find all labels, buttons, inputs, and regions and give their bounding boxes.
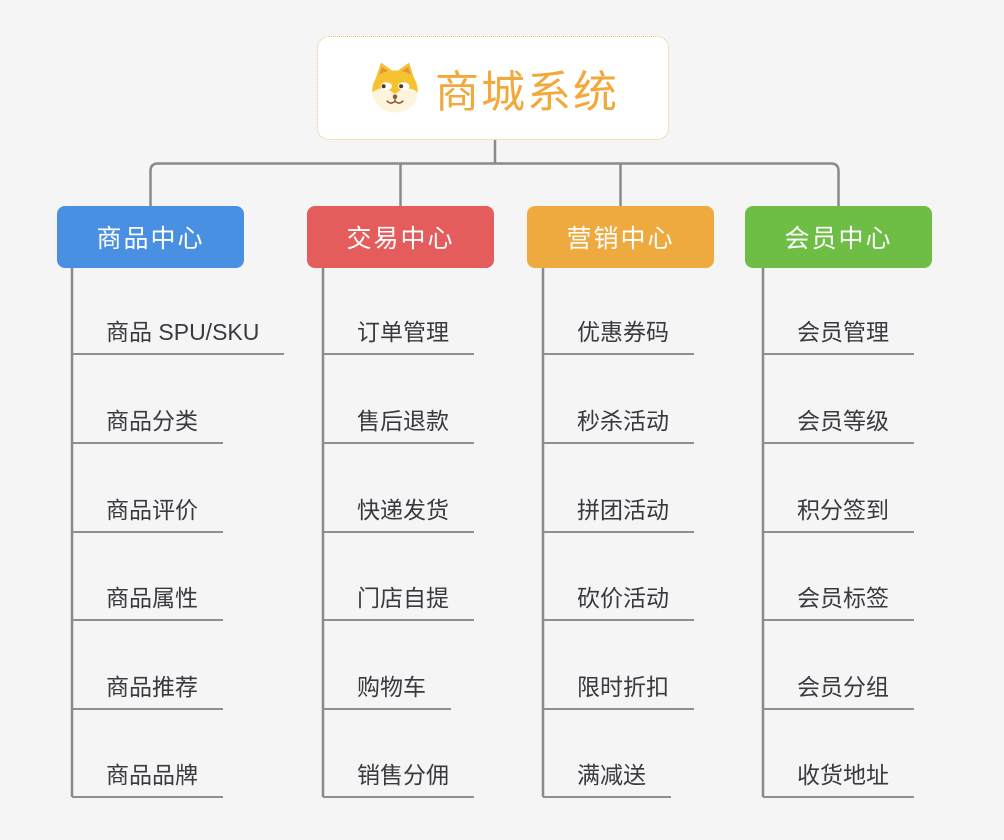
dog-face-icon (372, 62, 418, 113)
leaf-node[interactable]: 收货地址 (763, 762, 914, 798)
branch-label: 营销中心 (566, 225, 675, 253)
leaf-node[interactable]: 会员等级 (763, 408, 914, 444)
root-node[interactable]: 商城系统 (317, 36, 669, 140)
root-title: 商城系统 (435, 68, 619, 117)
branch-node-product[interactable]: 商品中心 (57, 206, 244, 268)
leaf-node[interactable]: 销售分佣 (323, 762, 474, 798)
branch-node-trade[interactable]: 交易中心 (307, 206, 494, 268)
leaf-node[interactable]: 商品推荐 (72, 674, 223, 710)
leaf-node[interactable]: 商品评价 (72, 497, 223, 533)
leaf-node[interactable]: 商品分类 (72, 408, 223, 444)
leaf-node[interactable]: 商品品牌 (72, 762, 223, 798)
leaf-node[interactable]: 订单管理 (323, 319, 474, 355)
leaf-node[interactable]: 商品 SPU/SKU (72, 319, 285, 355)
leaf-node[interactable]: 拼团活动 (543, 497, 694, 533)
branch-label: 商品中心 (96, 225, 205, 253)
branch-rail-connector (149, 162, 840, 206)
leaf-node[interactable]: 会员标签 (763, 585, 914, 621)
leaf-node[interactable]: 快递发货 (323, 497, 474, 533)
leaf-node[interactable]: 购物车 (323, 674, 451, 710)
leaf-node[interactable]: 满减送 (543, 762, 671, 798)
leaf-node[interactable]: 会员管理 (763, 319, 914, 355)
leaf-node[interactable]: 优惠券码 (543, 319, 694, 355)
branch-label: 交易中心 (346, 225, 455, 253)
leaf-node[interactable]: 秒杀活动 (543, 408, 694, 444)
leaf-node[interactable]: 限时折扣 (543, 674, 694, 710)
leaf-node[interactable]: 售后退款 (323, 408, 474, 444)
leaf-node[interactable]: 会员分组 (763, 674, 914, 710)
leaf-node[interactable]: 砍价活动 (543, 585, 694, 621)
leaf-node[interactable]: 门店自提 (323, 585, 474, 621)
leaf-node[interactable]: 商品属性 (72, 585, 223, 621)
branch-node-marketing[interactable]: 营销中心 (527, 206, 714, 268)
leaf-node[interactable]: 积分签到 (763, 497, 914, 533)
branch-node-member[interactable]: 会员中心 (745, 206, 932, 268)
branch-label: 会员中心 (784, 225, 893, 253)
